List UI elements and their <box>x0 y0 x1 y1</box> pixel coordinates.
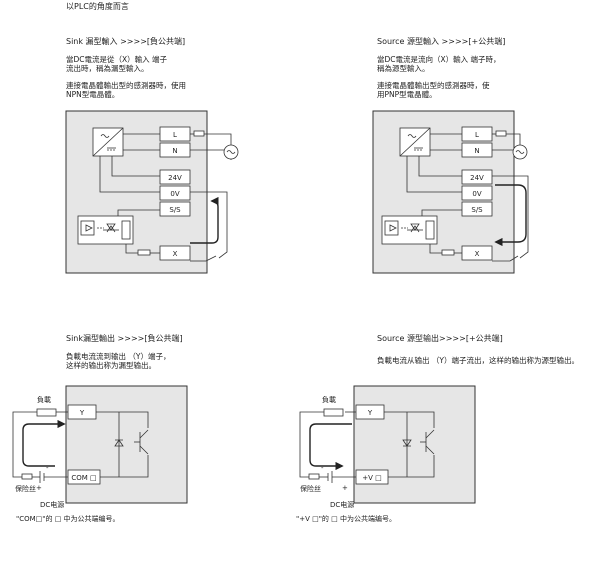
source-input-desc-1: 當DC電流是流向（X）輸入 端子時， <box>377 55 501 64</box>
com-note: "COM□"的 □ 中为公共端编号。 <box>16 514 120 523</box>
load-icon <box>323 408 344 417</box>
terminal-ss <box>159 201 191 217</box>
current-flow-arrow <box>309 423 352 471</box>
current-flow-arrow <box>190 196 219 244</box>
sink-input-diagram: L N 24V 0V S/S X <box>65 110 239 274</box>
terminal-0v <box>159 185 191 201</box>
dc-source-label: DC电源 <box>330 500 354 509</box>
load-label: 負載 <box>37 395 51 404</box>
current-flow-arrow <box>494 184 527 247</box>
dc-source-label: DC电源 <box>40 500 64 509</box>
terminal-x-label: X <box>475 250 480 258</box>
terminal-com-label: +V □ <box>362 474 382 482</box>
source-input-diagram: L N 24V 0V S/S X <box>372 110 529 274</box>
terminal-24v-label: 24V <box>470 174 484 182</box>
svg-text:-: - <box>321 464 324 472</box>
terminal-n-label: N <box>474 147 479 155</box>
svg-text:+: + <box>36 484 42 492</box>
source-output-desc-1: 負載电流从输出 （Y）端子流出，这样的输出称为源型输出。 <box>377 356 579 365</box>
load-label: 負載 <box>322 395 336 404</box>
terminal-0v <box>461 185 493 201</box>
terminal-0v-label: 0V <box>170 190 179 198</box>
source-output-title: Source 源型输出>>>>[+公共端] <box>377 334 503 343</box>
top-caption: 以PLC的角度而言 <box>66 2 129 11</box>
terminal-24v-label: 24V <box>168 174 182 182</box>
terminal-y-label: Y <box>367 409 373 417</box>
com-note: "+V □"的 □ 中为公共端编号。 <box>296 514 396 523</box>
source-input-desc-3: 連接電晶體輸出型的感測器時，使 <box>377 81 490 90</box>
sink-output-diagram: Y COM □ + - 負載 保险丝 DC电源 "COM□"的 □ 中为公共端编… <box>12 385 188 523</box>
sink-input-desc-3: 連接電晶體輸出型的感測器時，使用 <box>66 81 186 90</box>
svg-text:+: + <box>342 484 348 492</box>
fuse-icon <box>308 473 320 480</box>
terminal-0v-label: 0V <box>472 190 481 198</box>
fuse-label: 保险丝 <box>15 484 36 493</box>
terminal-l-label: L <box>173 131 177 139</box>
sink-output-desc-1: 負載电流流到输出 （Y）端子， <box>66 352 171 361</box>
source-input-desc-4: 用PNP型電晶體。 <box>377 90 437 99</box>
sink-input-desc-4: NPN型電晶體。 <box>66 90 120 99</box>
terminal-ss-label: S/S <box>169 206 181 214</box>
load-icon <box>36 408 57 417</box>
sink-input-desc-2: 流出時，稱為漏型輸入。 <box>66 64 149 73</box>
plc-panel <box>353 385 476 504</box>
terminal-n-label: N <box>172 147 177 155</box>
source-output-diagram: Y +V □ - + 負載 保险丝 DC电源 "+V □"的 □ 中为公共端编号… <box>296 385 476 523</box>
sink-input-desc-1: 當DC電流是從（X）輸入 端子 <box>66 55 168 64</box>
fuse-icon <box>21 473 33 480</box>
terminal-l-label: L <box>475 131 479 139</box>
source-input-title: Source 源型輸入 >>>>[+公共端] <box>377 37 506 46</box>
terminal-com-label: COM □ <box>71 474 96 482</box>
terminal-24v <box>159 169 191 185</box>
terminal-ss-label: S/S <box>471 206 483 214</box>
plc-panel <box>65 385 188 504</box>
terminal-x-label: X <box>173 250 178 258</box>
fuse-label: 保险丝 <box>300 484 321 493</box>
terminal-ss <box>461 201 493 217</box>
source-input-desc-2: 稱為源型輸入。 <box>377 64 430 73</box>
sink-input-title: Sink 漏型輸入 >>>>[負公共端] <box>66 37 186 46</box>
terminal-y-label: Y <box>79 409 85 417</box>
terminal-24v <box>461 169 493 185</box>
svg-text:-: - <box>46 464 49 472</box>
sink-output-title: Sink漏型輸出 >>>>[負公共端] <box>66 334 183 343</box>
current-flow-arrow <box>22 419 66 467</box>
sink-output-desc-2: 这样的输出称为漏型输出。 <box>66 361 156 370</box>
